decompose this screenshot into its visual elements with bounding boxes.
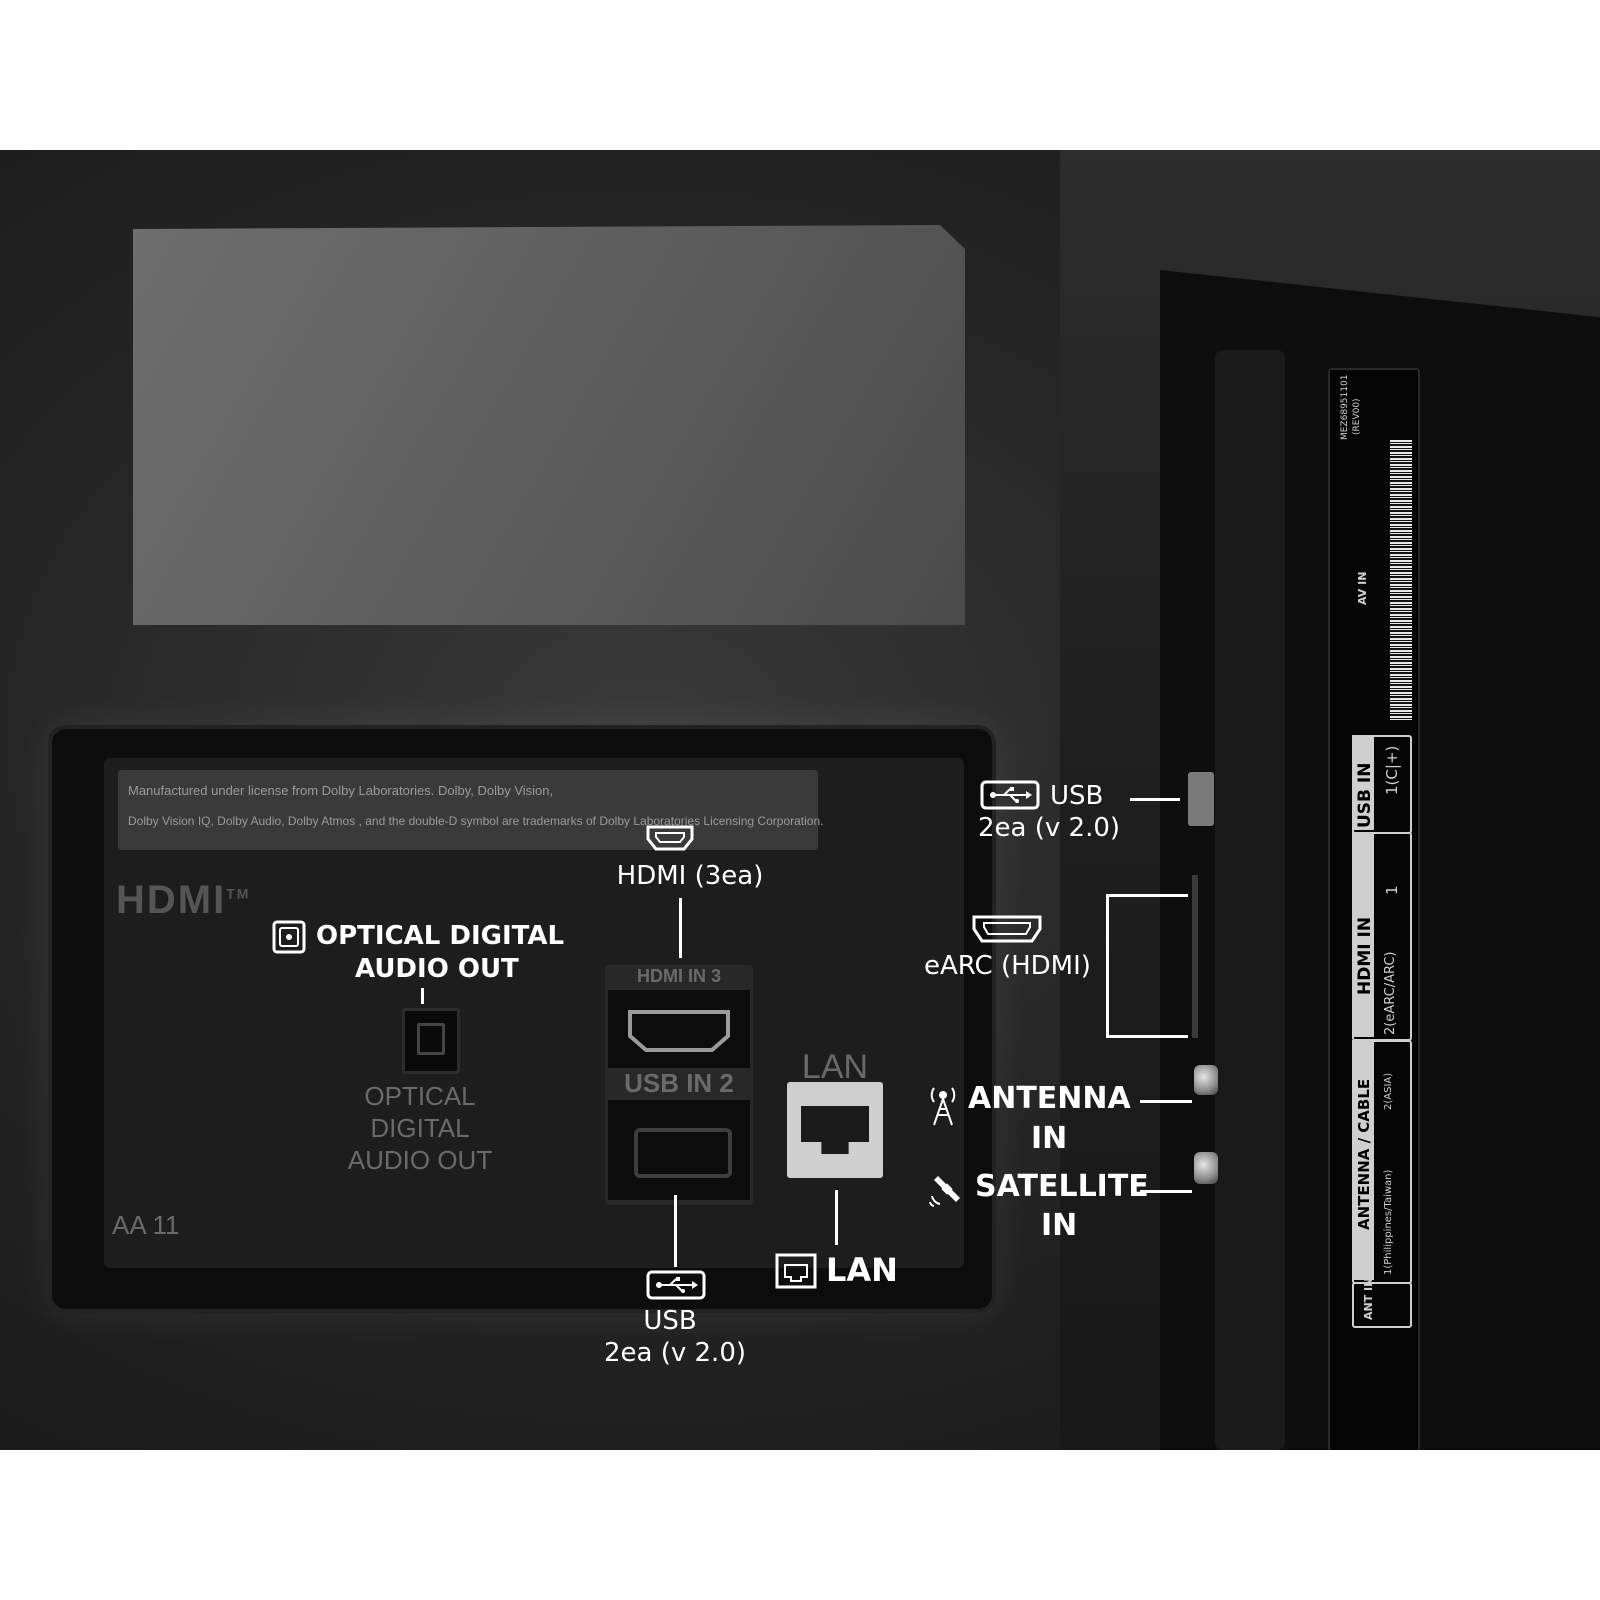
av-in-label: AV IN	[1356, 571, 1369, 605]
ant-in-label: ANT IN	[1362, 1277, 1375, 1320]
antenna-icon	[930, 1087, 956, 1126]
satellite-connector	[1194, 1152, 1218, 1184]
usb-side-callout-line-1: USB	[1050, 781, 1104, 811]
hdmi-port-icon	[628, 1010, 730, 1052]
optical-engraved-line-2: DIGITAL	[370, 1113, 470, 1143]
lan-callout-line	[835, 1190, 838, 1245]
optical-engraved-label: OPTICAL DIGITAL AUDIO OUT	[340, 1080, 500, 1176]
dolby-license-plate: Manufactured under license from Dolby La…	[118, 770, 824, 850]
usb-bottom-callout-line	[674, 1195, 677, 1267]
hdmi-logo-text: HDMI	[116, 878, 227, 922]
optical-port	[402, 1008, 460, 1074]
hdmi-callout-line	[679, 898, 682, 958]
usb-in-2-port-recess	[608, 1100, 750, 1200]
antenna-callout-line	[1140, 1100, 1192, 1103]
satellite-callout-line	[1140, 1190, 1192, 1193]
model-code-engraved: AA 11	[112, 1210, 180, 1240]
usb-in-header	[1352, 735, 1374, 830]
usb-bottom-callout-line-2: 2ea (v 2.0)	[603, 1338, 747, 1368]
satellite-callout-line-1: SATELLITE	[975, 1169, 1149, 1204]
model-code: MEZ68951101	[1340, 374, 1350, 440]
hdmi-in-label: HDMI IN	[1355, 916, 1375, 995]
optical-engraved-line-3: AUDIO OUT	[347, 1145, 493, 1175]
label-plate	[133, 225, 965, 625]
hdmi-port-2: 2(eARC/ARC)	[1383, 951, 1398, 1035]
usb-in-2-label: USB IN 2	[624, 1068, 734, 1098]
antenna-callout-line-2: IN	[1031, 1121, 1068, 1156]
usb-in-label: USB IN	[1355, 762, 1375, 828]
dolby-text-line-2: Dolby Vision IQ, Dolby Audio, Dolby Atmo…	[128, 814, 824, 828]
earc-hdmi-icon	[972, 915, 1042, 943]
satellite-callout-line-2: IN	[1041, 1208, 1078, 1243]
earc-callout: eARC (HDMI)	[924, 951, 1091, 981]
hdmi-callout: HDMI (3ea)	[616, 861, 764, 891]
tv-rear-scene: MEZ68951101 (REV00) AV IN USB IN 1(C|+) …	[0, 150, 1600, 1450]
usb-icon	[646, 1270, 706, 1300]
antenna-callout-line-1: ANTENNA	[968, 1081, 1131, 1116]
lan-callout: LAN	[826, 1251, 898, 1289]
hdmi-icon	[646, 825, 694, 851]
optical-audio-icon	[272, 920, 306, 954]
hdmi-port-1: 1	[1383, 885, 1401, 895]
antenna-port-1: 1(Philippines/Taiwan)	[1383, 1169, 1394, 1275]
antenna-cable-header	[1352, 1040, 1374, 1280]
lan-port-opening	[801, 1106, 869, 1154]
optical-engraved-line-1: OPTICAL	[364, 1081, 476, 1111]
antenna-cable-label: ANTENNA / CABLE	[1355, 1078, 1373, 1230]
hdmi-logo-tm: TM	[226, 885, 251, 902]
hdmi-in-3-port-recess	[608, 990, 750, 1068]
side-port-column	[1215, 350, 1285, 1450]
lan-port	[787, 1082, 883, 1178]
usb-bottom-callout-line-1: USB	[643, 1306, 697, 1336]
optical-callout-line-2: AUDIO OUT	[355, 954, 519, 984]
side-usb-port	[1188, 772, 1214, 826]
antenna-connector	[1194, 1065, 1218, 1095]
usb-side-icon	[980, 780, 1040, 810]
barcode	[1390, 440, 1412, 720]
hdmi-in-header	[1352, 832, 1374, 1037]
usb-port-opening	[634, 1128, 732, 1178]
usb-in-port-number: 1(C|+)	[1383, 745, 1401, 795]
satellite-icon	[929, 1176, 960, 1207]
antenna-port-2: 2(ASIA)	[1383, 1072, 1394, 1110]
optical-port-opening	[417, 1023, 445, 1055]
earc-bracket-bottom	[1106, 1035, 1188, 1038]
side-hdmi-port-1	[1192, 875, 1198, 960]
lan-engraved-label: LAN	[801, 1048, 869, 1086]
usb-side-callout-line	[1130, 798, 1180, 801]
dolby-text-line-1: Manufactured under license from Dolby La…	[128, 783, 554, 798]
optical-callout-line-1: OPTICAL DIGITAL	[316, 921, 565, 951]
side-hdmi-port-2	[1192, 960, 1198, 1038]
revision-code: (REV00)	[1352, 398, 1362, 435]
ant-in-box	[1352, 1282, 1412, 1328]
lan-icon	[775, 1253, 817, 1289]
earc-bracket-top	[1106, 894, 1188, 897]
earc-bracket-vertical	[1106, 894, 1109, 1038]
optical-callout-line	[421, 988, 424, 1004]
hdmi-logo: HDMITM	[116, 878, 250, 923]
usb-side-callout-line-2: 2ea (v 2.0)	[978, 813, 1121, 843]
hdmi-in-3-label: HDMI IN 3	[636, 966, 721, 986]
